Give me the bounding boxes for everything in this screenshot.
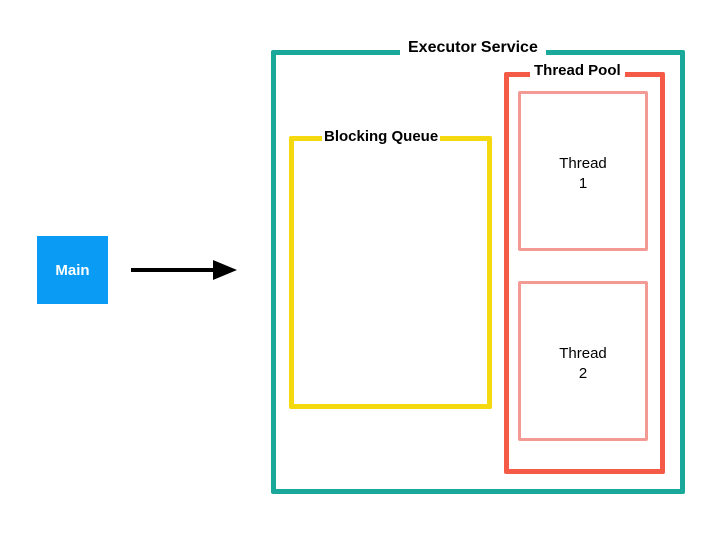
thread-2-box: Thread 2 (518, 281, 648, 441)
thread-pool-title: Thread Pool (530, 62, 625, 79)
arrow-line (131, 268, 215, 272)
thread-1-number: 1 (578, 175, 588, 192)
thread-2-number: 2 (578, 365, 588, 382)
arrow-head-icon (213, 260, 237, 280)
blocking-queue-title: Blocking Queue (322, 128, 441, 145)
main-box: Main (37, 236, 108, 304)
blocking-queue-container (289, 136, 492, 409)
main-label: Main (55, 261, 90, 279)
executor-service-title: Executor Service (400, 39, 546, 57)
thread-2-name: Thread (559, 345, 607, 362)
thread-1-box: Thread 1 (518, 91, 648, 251)
thread-1-name: Thread (559, 155, 607, 172)
